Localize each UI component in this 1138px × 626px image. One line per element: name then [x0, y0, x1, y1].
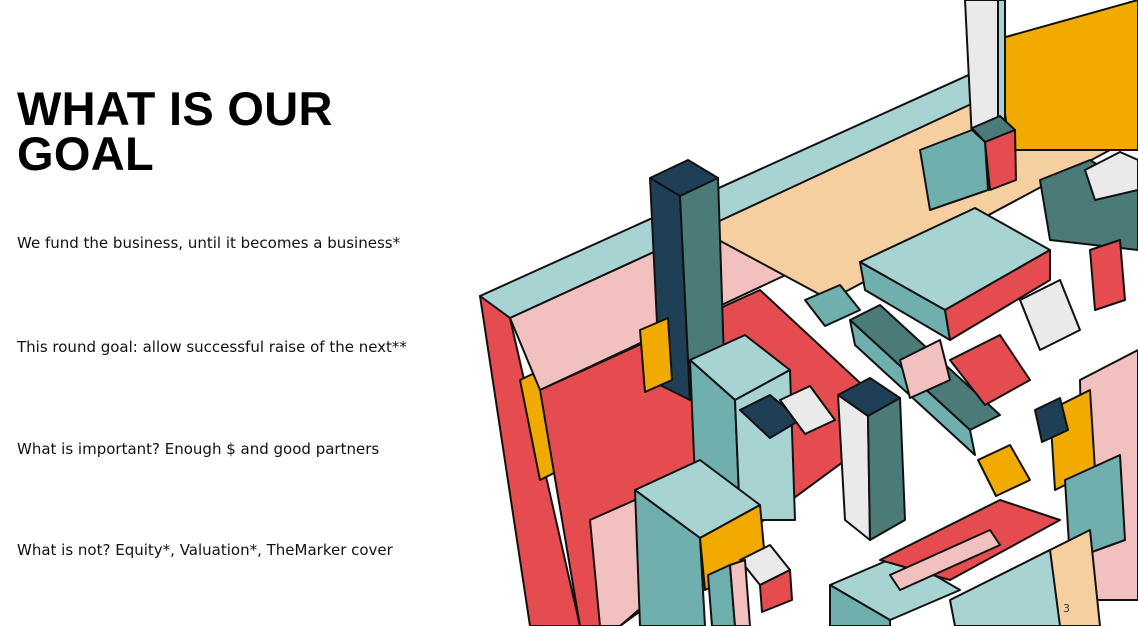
white-spire-side — [997, 0, 1006, 131]
accent-orange-left — [639, 317, 673, 393]
accent-teal-mid — [804, 284, 861, 327]
goal-statement-1: We fund the business, until it becomes a… — [17, 234, 401, 252]
right-block-red — [949, 334, 1031, 406]
spire-block-teal-left — [919, 129, 989, 211]
slide-title-line-2: GOAL — [17, 127, 154, 180]
accent-navy-right — [1034, 397, 1069, 443]
accent-pink-mid — [899, 339, 951, 399]
left-outer-wall — [479, 295, 581, 626]
right-upper-white — [1084, 151, 1138, 201]
front-pillar-pink — [729, 559, 751, 626]
white-small-block — [779, 385, 836, 435]
front-bottom-teal — [949, 549, 1061, 626]
spire-block-red — [984, 129, 1017, 191]
front-wide-teal-side — [829, 584, 891, 626]
slide-title: WHAT IS OUR GOAL — [17, 82, 437, 180]
isometric-city-illustration — [479, 0, 1138, 626]
right-block-teal — [1064, 454, 1126, 561]
plateau-side — [944, 249, 1051, 341]
page-number: 3 — [1063, 602, 1070, 615]
goal-statement-4: What is not? Equity*, Valuation*, TheMar… — [17, 541, 393, 559]
front-block-teal-left — [634, 489, 706, 626]
slide-title-line-1: WHAT IS OUR — [17, 82, 333, 135]
front-wide-pink — [889, 529, 1001, 591]
goal-statement-3: What is important? Enough $ and good par… — [17, 440, 380, 458]
back-wall-yellow — [994, 0, 1138, 151]
center-column-left — [837, 394, 871, 541]
goal-statement-2: This round goal: allow successful raise … — [17, 338, 407, 356]
front-pillar-teal — [707, 564, 736, 626]
right-block-white — [1019, 279, 1081, 351]
front-orange-block — [977, 444, 1031, 497]
center-column-right — [867, 397, 906, 541]
right-upper-red — [1089, 239, 1126, 311]
front-small-red — [759, 569, 793, 613]
